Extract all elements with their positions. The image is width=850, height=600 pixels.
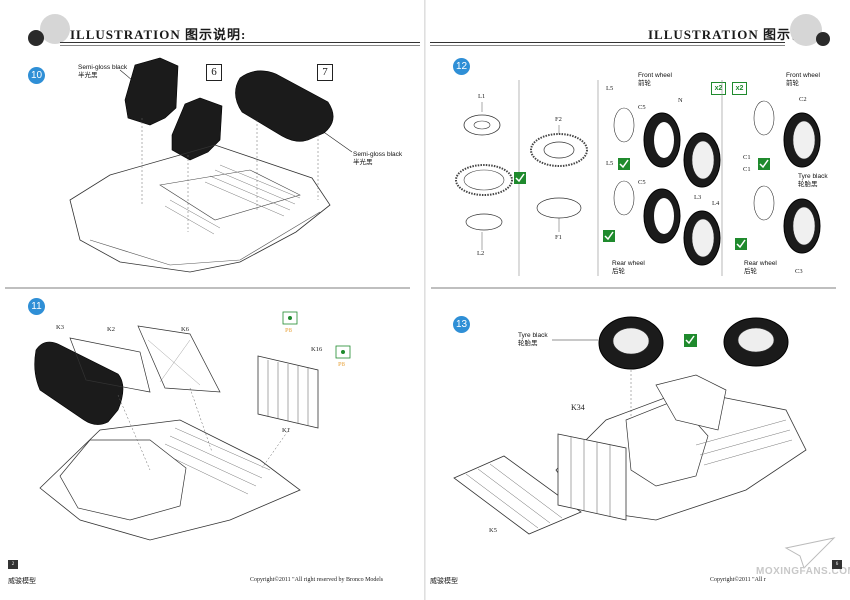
part-label-p8-a: P8	[285, 327, 292, 334]
header-rule-thin	[60, 45, 420, 46]
paint-callout-cushion: Semi-gloss black	[353, 151, 403, 158]
part-label-l5-a: L5	[606, 85, 614, 92]
front-wheel-label-a-cn: 前轮	[638, 80, 651, 87]
tyre-black-label-13-cn: 轮胎黑	[518, 340, 538, 347]
part-label-c1-b: C1	[743, 166, 751, 173]
header-disc-small-right	[816, 32, 830, 46]
tyre-black-label-13: Tyre black	[518, 332, 548, 339]
rear-wheel-label-b-cn: 后轮	[744, 268, 757, 275]
page-number-right: 6	[832, 560, 842, 569]
part-label-k5: K5	[489, 527, 497, 534]
part-label-c1-a: C1	[743, 154, 751, 161]
page-title-right: ILLUSTRATION 图示说明:	[648, 27, 825, 42]
part-label-c2: C2	[799, 96, 807, 103]
front-wheel-label-b: Front wheel	[786, 72, 820, 79]
part-label-k34: K34	[571, 403, 585, 412]
front-wheel-label-a: Front wheel	[638, 72, 672, 79]
brand-left: 威骏模型	[8, 577, 36, 585]
front-wheel-label-b-cn: 前轮	[786, 80, 799, 87]
part-label-n: N	[678, 97, 683, 104]
paint-callout-seat-cn: 半光黑	[78, 72, 98, 79]
part-label-l3: L3	[694, 194, 702, 201]
part-label-f2: F2	[555, 116, 562, 123]
rear-wheel-label-a-cn: 后轮	[612, 268, 625, 275]
part-box-6: 6	[206, 64, 222, 81]
page-title-left: ILLUSTRATION 图示说明:	[70, 27, 247, 42]
rear-wheel-label-a: Rear wheel	[612, 260, 645, 267]
part-label-c5-a: C5	[638, 104, 646, 111]
tyre-black-label-12-cn: 轮胎黑	[798, 181, 818, 188]
step-10-badge: 10	[28, 67, 45, 84]
part-label-k2: K2	[107, 326, 115, 333]
header-rule-right	[430, 42, 785, 43]
right-page: ILLUSTRATION 图示说明: 12 x2 x2	[426, 0, 850, 600]
paint-callout-cushion-cn: 半光黑	[353, 159, 373, 166]
part-label-k6: K6	[181, 326, 189, 333]
part-label-c3: C3	[795, 268, 803, 275]
header-disc-large	[40, 14, 70, 44]
left-page: ILLUSTRATION 图示说明: 10 6 7 Semi-gloss bla…	[0, 0, 424, 600]
part-label-f1: F1	[555, 234, 562, 241]
part-label-c5-b: C5	[638, 179, 646, 186]
rear-wheel-label-b: Rear wheel	[744, 260, 777, 267]
copyright-left: Copyright©2011 "All right reserved by Br…	[250, 577, 384, 583]
gutter	[424, 0, 426, 600]
tyre-black-label-12: Tyre black	[798, 173, 828, 180]
part-label-p8-b: P8	[338, 361, 345, 368]
part-label-l1: L1	[478, 93, 486, 100]
header-disc-small	[28, 30, 44, 46]
part-label-k16: K16	[311, 346, 323, 353]
quantity-x2-b: x2	[732, 82, 747, 95]
header-rule	[60, 42, 420, 43]
paint-callout-seat: Semi-gloss black	[78, 64, 128, 71]
part-label-k1: K1	[282, 427, 290, 434]
step-12-badge: 12	[453, 58, 470, 75]
part-label-k3: K3	[56, 324, 64, 331]
step-11-badge: 11	[28, 298, 45, 315]
watermark: MOXINGFANS.COM	[756, 566, 850, 577]
header-rule-right-thin	[430, 45, 785, 46]
part-label-l2: L2	[477, 250, 485, 257]
copyright-right: Copyright©2011 "All r	[710, 577, 766, 583]
step-12-13-drawing	[431, 80, 836, 569]
page-number-left: 2	[8, 560, 18, 569]
step-13-badge: 13	[453, 316, 470, 333]
step-10-drawing	[5, 57, 410, 541]
brand-right: 威骏模型	[430, 577, 458, 585]
part-label-l5-b: L5	[606, 160, 614, 167]
part-label-l4: L4	[712, 200, 720, 207]
part-box-7: 7	[317, 64, 333, 81]
